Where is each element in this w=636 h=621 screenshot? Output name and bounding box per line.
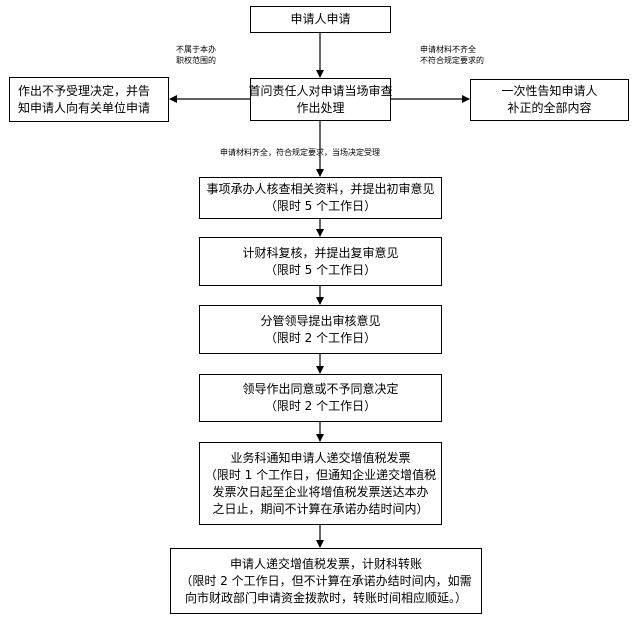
edge-label-incomplete: 申请材料不齐全 不符合规定要求的 xyxy=(420,44,484,66)
node-step6-line-3: 向市财政部门申请资金拨款时，转账时间相应顺延。） xyxy=(184,590,467,605)
node-step1-line-1: 事项承办人核查相关资料，并提出初审意见 xyxy=(206,182,435,196)
node-step3-leader-review: 分管领导提出审核意见 （限时 2 个工作日） xyxy=(199,305,442,354)
node-apply-label: 申请人申请 xyxy=(290,12,351,26)
node-supplement-line-2: 补正的全部内容 xyxy=(507,101,592,115)
node-step6-line-1: 申请人递交增值税发票，计财科转账 xyxy=(229,556,422,571)
node-step2-line-2: （限时 5 个工作日） xyxy=(264,262,377,277)
node-step1-line-2: （限时 5 个工作日） xyxy=(264,199,377,213)
node-apply: 申请人申请 xyxy=(250,6,391,33)
node-step4-decision: 领导作出同意或不予同意决定 （限时 2 个工作日） xyxy=(199,374,442,422)
node-step5-line-2: （限时 1 个工作日，但通知企业递交增值税 xyxy=(204,467,437,482)
node-step5-line-4: 之日止，期间不计算在承诺办结时间内） xyxy=(212,501,429,516)
node-first-handler-line-2: 作出处理 xyxy=(296,100,345,115)
edge-label-not-in-scope-line-1: 不属于本办 xyxy=(176,45,216,54)
edge-label-not-in-scope-line-2: 职权范围的 xyxy=(176,56,216,65)
node-step3-line-1: 分管领导提出审核意见 xyxy=(260,313,381,328)
node-first-handler-line-1: 首问责任人对申请当场审查 xyxy=(248,83,393,98)
node-step3-line-2: （限时 2 个工作日） xyxy=(264,330,377,345)
edge-label-incomplete-line-1: 申请材料不齐全 xyxy=(420,45,476,54)
node-supplement: 一次性告知申请人 补正的全部内容 xyxy=(470,79,629,121)
edge-label-not-in-scope: 不属于本办 职权范围的 xyxy=(176,44,216,66)
node-first-handler: 首问责任人对申请当场审查 作出处理 xyxy=(248,78,393,121)
node-step4-line-1: 领导作出同意或不予同意决定 xyxy=(242,382,399,396)
node-step5-invoice-notice: 业务科通知申请人递交增值税发票 （限时 1 个工作日，但通知企业递交增值税 发票… xyxy=(199,442,442,525)
node-step2-finance-recheck: 计财科复核，并提出复审意见 （限时 5 个工作日） xyxy=(199,237,442,286)
node-step1-initial-review: 事项承办人核查相关资料，并提出初审意见 （限时 5 个工作日） xyxy=(199,177,442,219)
edge-label-accepted-line: 申请材料齐全，符合规定要求，当场决定受理 xyxy=(220,148,380,157)
node-reject-line-2: 知申请人向有关单位申请 xyxy=(18,100,151,115)
node-supplement-line-1: 一次性告知申请人 xyxy=(501,84,598,98)
node-step6-line-2: （限时 2 个工作日，但不计算在承诺办结时间内，如需 xyxy=(180,573,472,588)
node-step5-line-3: 发票次日起至企业将增值税发票送达本办 xyxy=(212,484,429,499)
node-step2-line-1: 计财科复核，并提出复审意见 xyxy=(242,245,399,260)
node-step4-line-2: （限时 2 个工作日） xyxy=(264,399,377,413)
edge-label-incomplete-line-2: 不符合规定要求的 xyxy=(420,56,484,65)
node-step6-transfer: 申请人递交增值税发票，计财科转账 （限时 2 个工作日，但不计算在承诺办结时间内… xyxy=(170,548,482,614)
node-step5-line-1: 业务科通知申请人递交增值税发票 xyxy=(230,450,411,465)
node-reject-line-1: 作出不予受理决定，并告 xyxy=(18,83,151,98)
node-reject: 作出不予受理决定，并告 知申请人向有关单位申请 xyxy=(9,77,169,122)
edge-label-accepted: 申请材料齐全，符合规定要求，当场决定受理 xyxy=(220,147,380,158)
